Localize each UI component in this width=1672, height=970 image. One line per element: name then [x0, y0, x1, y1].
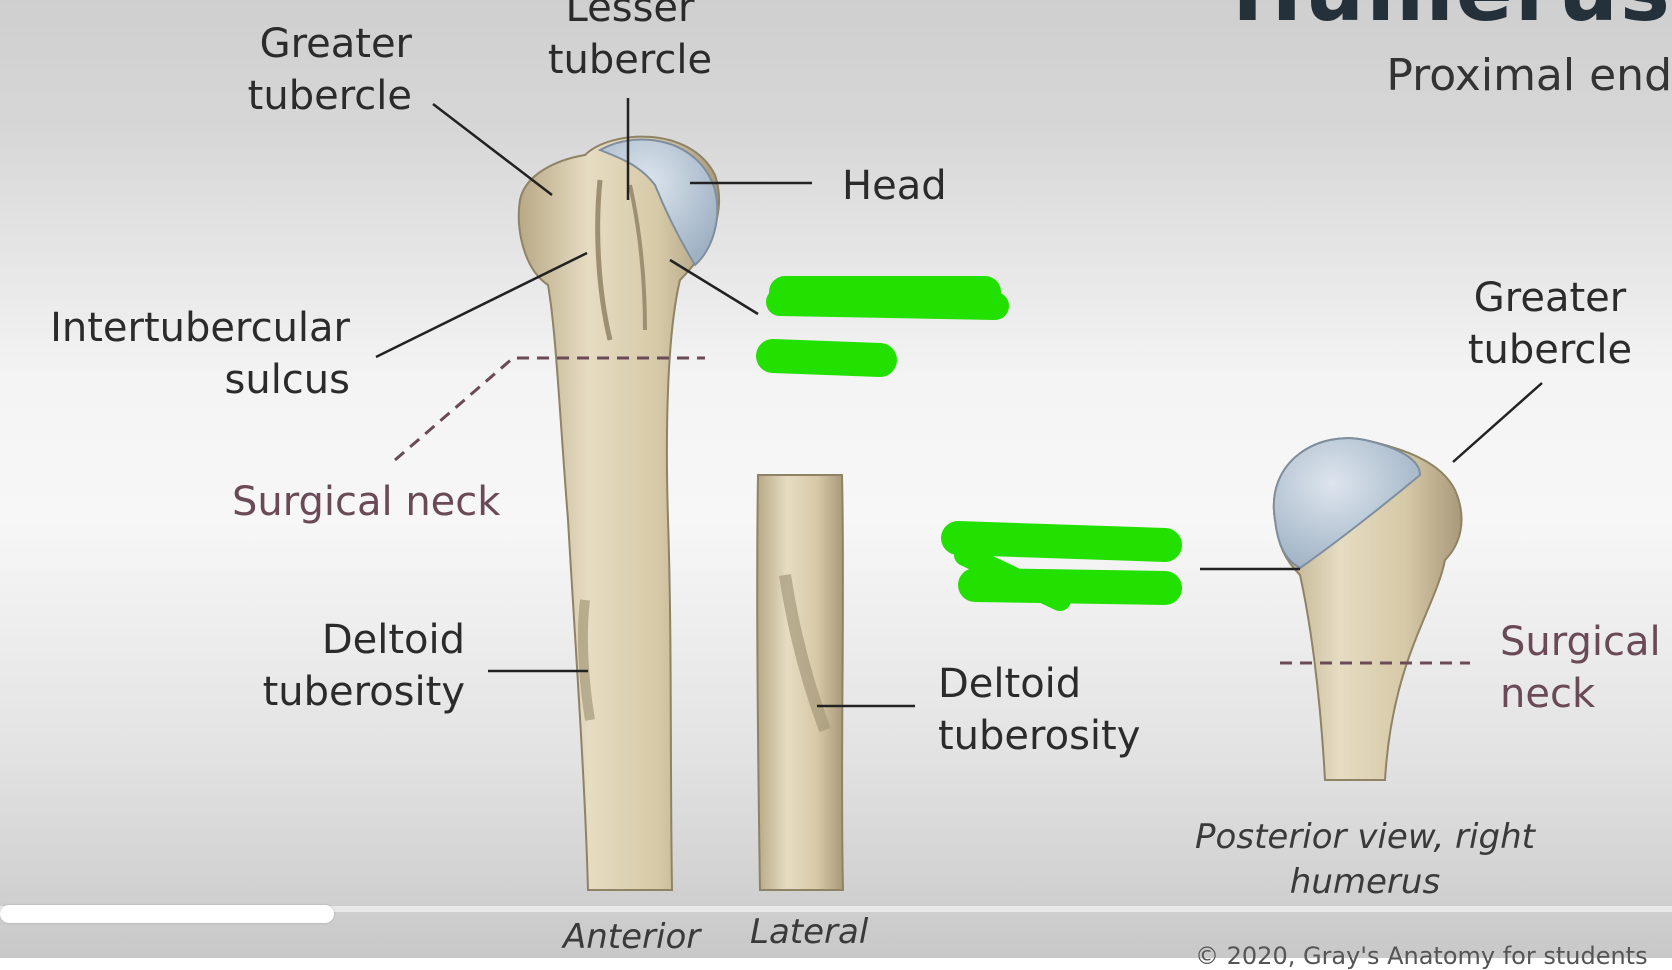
- caption-lateral: Lateral: [750, 912, 869, 952]
- anterior-humerus-bone: [517, 135, 721, 891]
- video-progress-fill[interactable]: [0, 905, 335, 923]
- highlight-scribbles: [756, 276, 1182, 611]
- label-surgical-neck-posterior: Surgical neck: [1500, 619, 1661, 717]
- green-scribble-4: [958, 568, 1182, 605]
- green-scribble-3: [941, 521, 1182, 562]
- leader-intertubercular-sulcus: [375, 251, 588, 359]
- label-intertubercular-sulcus: Intertubercular sulcus: [50, 305, 350, 403]
- label-head: Head: [842, 163, 947, 209]
- posterior-humerus-bone: [1272, 437, 1463, 781]
- leader-lines: [375, 98, 1543, 708]
- label-lesser-tubercle: Lesser tubercle: [547, 0, 713, 83]
- label-greater-tubercle-posterior: Greater tubercle: [1467, 275, 1633, 373]
- green-scribble-2: [756, 339, 897, 377]
- surgical-neck-dashed-anterior: [394, 356, 705, 462]
- green-scribble-1b: [766, 288, 1009, 320]
- video-progress-track[interactable]: [0, 906, 1672, 912]
- surgical-neck-lines: [394, 356, 1470, 665]
- slide-title: Humerus: [1232, 0, 1672, 40]
- label-deltoid-tuberosity-anterior: Deltoid tuberosity: [262, 617, 465, 715]
- leader-anatomical-neck: [669, 258, 759, 316]
- slide-subtitle: Proximal end: [1386, 50, 1672, 101]
- label-surgical-neck: Surgical neck: [232, 479, 501, 525]
- leader-greater-tubercle: [432, 103, 553, 196]
- green-scribble-5: [954, 544, 1071, 611]
- caption-anterior: Anterior: [563, 917, 701, 957]
- label-deltoid-tuberosity-lateral: Deltoid tuberosity: [938, 661, 1141, 759]
- label-greater-tubercle: Greater tubercle: [247, 21, 412, 119]
- copyright-notice: © 2020, Gray's Anatomy for students: [1195, 942, 1648, 970]
- caption-posterior-view: Posterior view, right humerus: [1195, 817, 1535, 902]
- lateral-humerus-bone: [756, 474, 845, 891]
- leader-greater-tubercle-posterior: [1452, 382, 1543, 463]
